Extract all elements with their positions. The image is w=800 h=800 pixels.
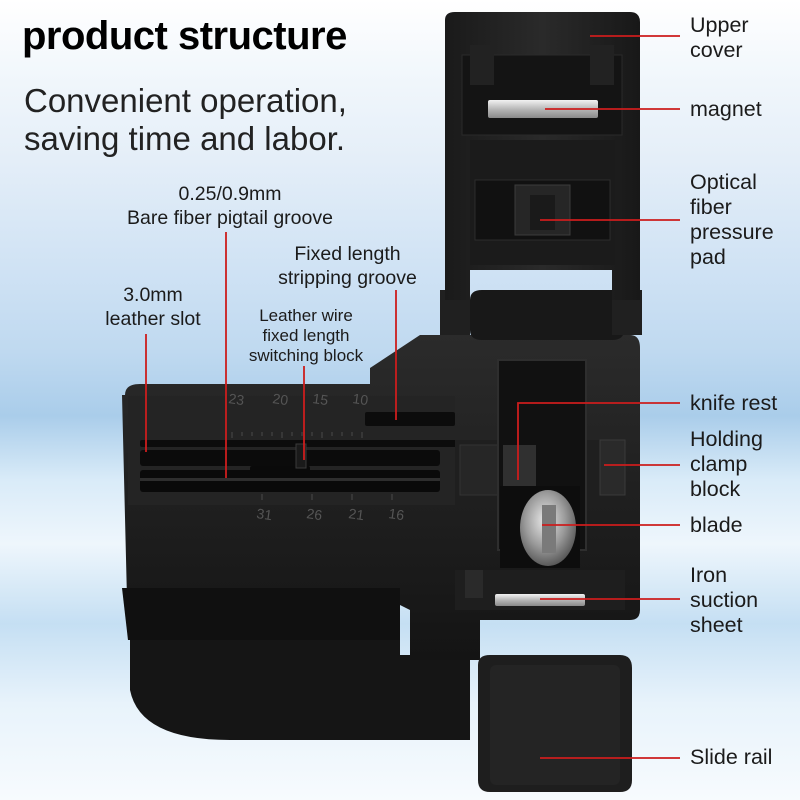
page-title: product structure <box>22 14 347 58</box>
label-iron-sheet: Iron suction sheet <box>690 563 758 638</box>
label-line: Iron <box>690 563 728 587</box>
label-line: sheet <box>690 613 743 637</box>
label-line: pad <box>690 245 726 269</box>
hinge <box>470 290 624 340</box>
label-line: clamp <box>690 452 748 476</box>
scale-bottom-16: 16 <box>388 505 406 523</box>
holding-clamp-block <box>599 439 626 496</box>
scale-bottom-26: 26 <box>306 505 324 523</box>
scale-top-10: 10 <box>352 390 370 408</box>
label-line: switching block <box>248 346 364 365</box>
label-line: block <box>690 477 741 501</box>
label-magnet: magnet <box>690 97 762 122</box>
label-line: blade <box>690 513 743 537</box>
label-line: pressure <box>690 220 774 244</box>
label-line: Optical <box>690 170 757 194</box>
scale-top-23: 23 <box>228 390 246 408</box>
scale-top-15: 15 <box>312 390 330 408</box>
label-line: suction <box>690 588 759 612</box>
label-line: 3.0mm <box>123 284 183 306</box>
label-line: fixed length <box>262 326 350 345</box>
label-line: leather slot <box>105 308 201 330</box>
knife-rest <box>503 445 536 487</box>
label-line: 0.25/0.9mm <box>178 183 282 205</box>
subtitle-line-2: saving time and labor. <box>24 120 346 157</box>
label-holding-clamp: Holding clamp block <box>690 427 763 502</box>
label-line: stripping groove <box>278 267 417 289</box>
scale-top-20: 20 <box>272 390 290 408</box>
label-blade: blade <box>690 513 743 538</box>
label-knife-rest: knife rest <box>690 391 777 416</box>
scale-bottom-31: 31 <box>256 505 274 523</box>
magnet-bar <box>488 100 598 118</box>
label-line: Bare fiber pigtail groove <box>127 207 333 229</box>
label-line: Slide rail <box>690 745 773 769</box>
scale-bottom-21: 21 <box>348 505 366 523</box>
label-upper-cover: Upper cover <box>690 13 749 63</box>
label-line: Leather wire <box>259 306 353 325</box>
label-line: Upper <box>690 13 749 37</box>
label-stripping-groove: Fixed length stripping groove <box>250 242 445 290</box>
label-leather-slot: 3.0mm leather slot <box>84 283 222 331</box>
label-pigtail-groove: 0.25/0.9mm Bare fiber pigtail groove <box>80 182 380 230</box>
label-pressure-pad: Optical fiber pressure pad <box>690 170 774 270</box>
subtitle-line-1: Convenient operation, <box>24 82 347 119</box>
label-line: knife rest <box>690 391 778 415</box>
label-line: Fixed length <box>294 243 401 265</box>
iron-suction-sheet <box>495 594 585 606</box>
label-line: fiber <box>690 195 732 219</box>
label-switching-block: Leather wire fixed length switching bloc… <box>226 306 386 366</box>
label-line: cover <box>690 38 743 62</box>
label-slide-rail: Slide rail <box>690 745 772 770</box>
label-line: Holding <box>690 427 763 451</box>
label-line: magnet <box>690 97 762 121</box>
